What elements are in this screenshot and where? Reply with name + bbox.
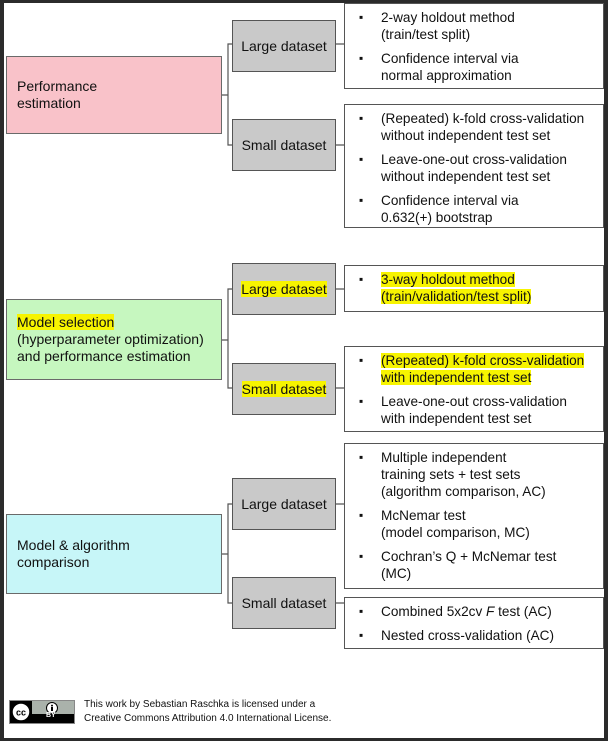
category-label-line: Performance (17, 78, 98, 94)
method-item: ▪ Leave-one-out cross-validation without… (359, 151, 595, 185)
method-text: (Repeated) k-fold cross-validation (381, 111, 585, 126)
large-dataset-box: Large dataset (232, 263, 336, 315)
method-item: ▪ Confidence interval via 0.632(+) boots… (359, 192, 595, 226)
bullet-icon: ▪ (359, 10, 364, 24)
method-text: 3-way holdout method (381, 272, 515, 287)
category-label-line: estimation (17, 95, 81, 111)
dataset-label: Small dataset (241, 381, 327, 397)
bullet-icon: ▪ (359, 193, 364, 207)
method-item: ▪ (Repeated) k-fold cross-validation wit… (359, 352, 595, 386)
method-list: ▪ Multiple independent training sets + t… (344, 443, 604, 589)
license-link[interactable]: Creative Commons Attribution 4.0 Interna… (84, 713, 332, 724)
highlighted-text: Model selection (17, 314, 115, 330)
method-item: ▪ Nested cross-validation (AC) (359, 627, 595, 644)
method-list: ▪ 3-way holdout method (train/validation… (344, 265, 604, 312)
method-text: Combined 5x2cv F test (AC) (381, 604, 552, 619)
method-text: without independent test set (381, 169, 551, 184)
bullet-icon: ▪ (359, 549, 364, 563)
method-text: Cochran’s Q + McNemar test (381, 549, 557, 564)
method-item: ▪ McNemar test (model comparison, MC) (359, 507, 595, 541)
method-text: (model comparison, MC) (381, 525, 530, 540)
method-text: (Repeated) k-fold cross-validation (381, 353, 585, 368)
method-text: Multiple independent (381, 450, 507, 465)
method-text: (algorithm comparison, AC) (381, 484, 546, 499)
method-text: without independent test set (381, 128, 551, 143)
cc-by-icon: cc (10, 701, 74, 723)
method-list: ▪ (Repeated) k-fold cross-validation wit… (344, 346, 604, 432)
svg-text:cc: cc (16, 708, 26, 718)
dataset-label: Large dataset (241, 281, 327, 297)
method-item: ▪ Leave-one-out cross-validation with in… (359, 393, 595, 427)
method-list: ▪ 2-way holdout method (train/test split… (344, 3, 604, 89)
bullet-icon: ▪ (359, 604, 364, 618)
method-item: ▪ (Repeated) k-fold cross-validation wit… (359, 110, 595, 144)
cc-license-badge: cc BY (9, 700, 75, 724)
dataset-label: Large dataset (241, 38, 327, 54)
bullet-icon: ▪ (359, 508, 364, 522)
method-text: Nested cross-validation (AC) (381, 628, 555, 643)
method-text: 0.632(+) bootstrap (381, 210, 493, 225)
method-text: Leave-one-out cross-validation (381, 394, 567, 409)
bullet-icon: ▪ (359, 353, 364, 367)
small-dataset-box: Small dataset (232, 577, 336, 629)
method-list: ▪ Combined 5x2cv F test (AC) ▪ Nested cr… (344, 597, 604, 649)
large-dataset-box: Large dataset (232, 20, 336, 72)
method-text: training sets + test sets (381, 467, 521, 482)
method-text: Confidence interval via (381, 51, 519, 66)
small-dataset-box: Small dataset (232, 363, 336, 415)
method-item: ▪ Cochran’s Q + McNemar test (MC) (359, 548, 595, 582)
license-line: This work by Sebastian Raschka is licens… (84, 699, 316, 710)
category-label-line: (hyperparameter optimization) (17, 331, 204, 347)
cc-by-label: BY (46, 712, 56, 719)
method-text: McNemar test (381, 508, 466, 523)
dataset-label: Small dataset (241, 595, 327, 611)
method-text: (train/validation/test split) (381, 289, 532, 304)
license-text: This work by Sebastian Raschka is licens… (84, 698, 331, 726)
method-item: ▪ 2-way holdout method (train/test split… (359, 9, 595, 43)
large-dataset-box: Large dataset (232, 478, 336, 530)
method-item: ▪ 3-way holdout method (train/validation… (359, 271, 595, 305)
category-label-line: Model selection (17, 314, 211, 331)
method-list: ▪ (Repeated) k-fold cross-validation wit… (344, 104, 604, 228)
bullet-icon: ▪ (359, 450, 364, 464)
method-text: Confidence interval via (381, 193, 519, 208)
bullet-icon: ▪ (359, 152, 364, 166)
method-text: normal approximation (381, 68, 512, 83)
dataset-label: Small dataset (241, 137, 327, 153)
bullet-icon: ▪ (359, 51, 364, 65)
method-item: ▪ Confidence interval via normal approxi… (359, 50, 595, 84)
bullet-icon: ▪ (359, 394, 364, 408)
method-text: Leave-one-out cross-validation (381, 152, 567, 167)
method-text: 2-way holdout method (381, 10, 515, 25)
category-model-selection: Model selection (hyperparameter optimiza… (6, 299, 222, 380)
method-item: ▪ Combined 5x2cv F test (AC) (359, 603, 595, 620)
method-text: (MC) (381, 566, 412, 581)
category-model-algorithm-comparison: Model & algorithm comparison (6, 514, 222, 594)
category-label-line: comparison (17, 554, 90, 570)
method-text: with independent test set (381, 370, 532, 385)
dataset-label: Large dataset (241, 496, 327, 512)
method-text: (train/test split) (381, 27, 471, 42)
method-item: ▪ Multiple independent training sets + t… (359, 449, 595, 500)
category-label-line: Model & algorithm (17, 537, 130, 553)
category-label-line: and performance estimation (17, 348, 191, 364)
bullet-icon: ▪ (359, 272, 364, 286)
bullet-icon: ▪ (359, 111, 364, 125)
bullet-icon: ▪ (359, 628, 364, 642)
method-text: with independent test set (381, 411, 532, 426)
small-dataset-box: Small dataset (232, 119, 336, 171)
category-performance-estimation: Performance estimation (6, 56, 222, 134)
